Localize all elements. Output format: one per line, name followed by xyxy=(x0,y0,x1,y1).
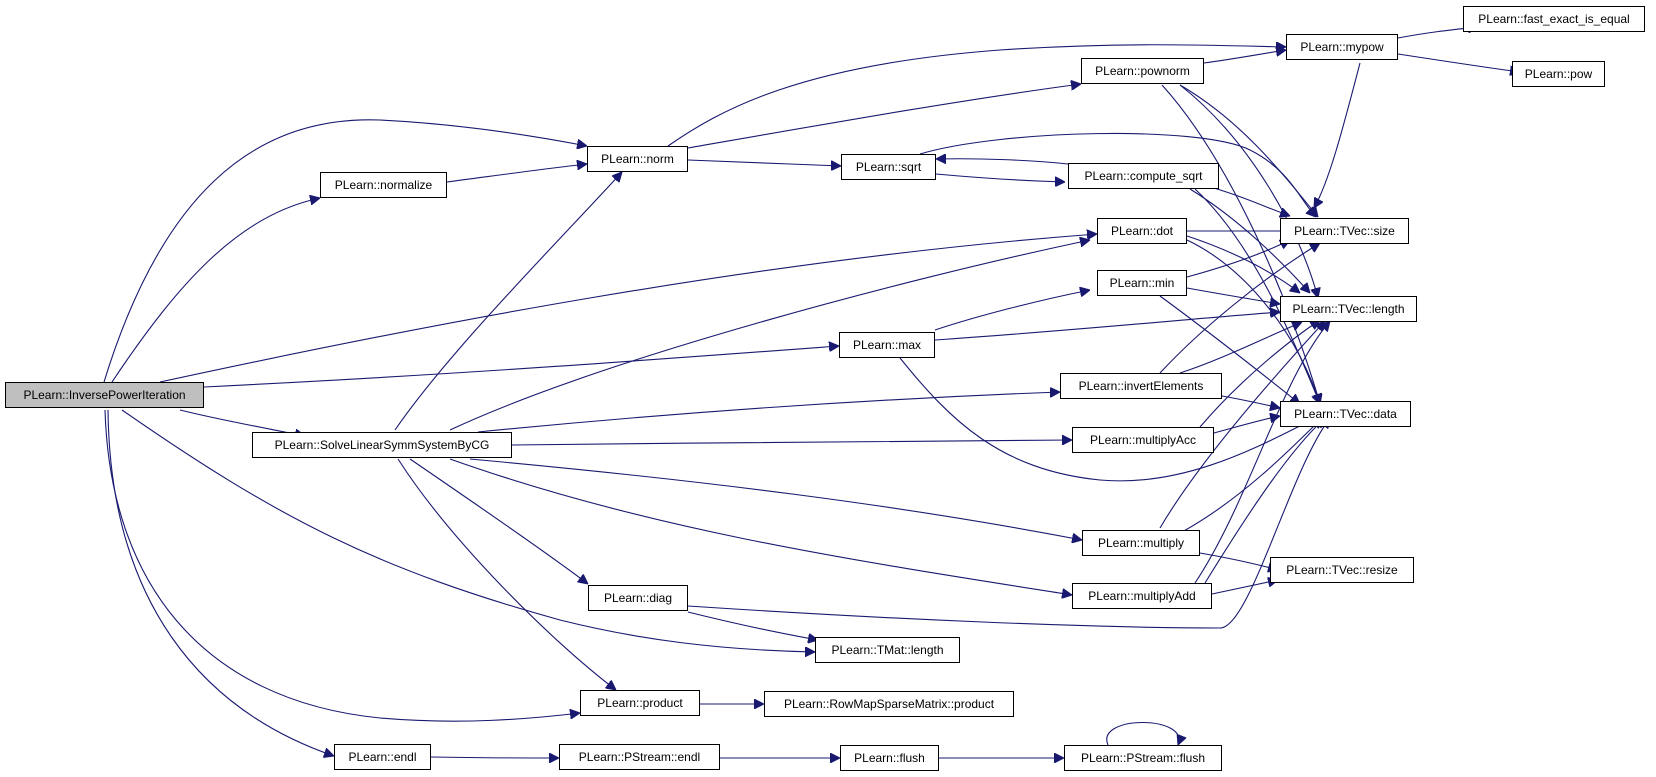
edge-mypow-tvecsize xyxy=(1314,62,1361,208)
node-tvec-resize[interactable]: PLearn::TVec::resize xyxy=(1270,557,1414,583)
node-multiply[interactable]: PLearn::multiply xyxy=(1082,530,1200,556)
node-min[interactable]: PLearn::min xyxy=(1097,270,1187,296)
edge-multiplyacc-tveclength xyxy=(1199,320,1320,428)
edge-ipi-max xyxy=(203,346,839,388)
node-dot[interactable]: PLearn::dot xyxy=(1097,218,1187,244)
edge-pownorm-mypow xyxy=(1203,50,1286,64)
node-product[interactable]: PLearn::product xyxy=(580,690,700,716)
edge-min-tvecsize xyxy=(1186,240,1290,278)
node-solve-linear-symm-system-by-cg[interactable]: PLearn::SolveLinearSymmSystemByCG xyxy=(252,432,512,458)
edge-multiplyadd-tveclength xyxy=(1194,321,1330,584)
edge-mypow-pow xyxy=(1397,53,1520,72)
edge-solve-invert xyxy=(477,392,1060,433)
edge-ipi-norm xyxy=(103,119,587,383)
node-rowmap-sparse-matrix-product[interactable]: PLearn::RowMapSparseMatrix::product xyxy=(764,691,1014,717)
edge-compute-tvecdata xyxy=(1194,188,1320,404)
edge-norm-sqrt xyxy=(687,159,841,166)
node-compute-sqrt[interactable]: PLearn::compute_sqrt xyxy=(1068,163,1219,189)
edge-solve-multiply xyxy=(469,458,1082,540)
node-multiply-add[interactable]: PLearn::multiplyAdd xyxy=(1072,583,1212,609)
node-pow[interactable]: PLearn::pow xyxy=(1512,61,1605,87)
edge-diag-tvecdata xyxy=(687,418,1330,629)
node-pstream-flush[interactable]: PLearn::PStream::flush xyxy=(1064,745,1222,771)
edge-multiplyadd-tvecdata xyxy=(1204,418,1325,584)
node-max[interactable]: PLearn::max xyxy=(839,332,935,358)
edge-norm-pownorm xyxy=(687,84,1081,149)
edge-invert-tvecsize xyxy=(1159,243,1320,374)
edge-endl-pstreamendl xyxy=(430,757,559,758)
edge-ipi-endl xyxy=(107,409,334,756)
edge-solve-dot xyxy=(449,240,1090,431)
edge-normalize-norm xyxy=(446,164,587,183)
edge-sqrt-compute xyxy=(935,173,1065,182)
edge-solve-multiplyadd xyxy=(449,458,1072,595)
edge-dot-tvecdata xyxy=(1186,239,1320,404)
edge-multiplyadd-tvecresize xyxy=(1211,580,1278,595)
node-normalize[interactable]: PLearn::normalize xyxy=(320,172,447,198)
edge-solve-product xyxy=(397,458,616,690)
edge-solve-diag xyxy=(409,458,588,584)
node-tvec-data[interactable]: PLearn::TVec::data xyxy=(1280,401,1411,427)
edge-ipi-product xyxy=(104,409,580,722)
node-flush[interactable]: PLearn::flush xyxy=(840,745,939,771)
edge-ipi-dot xyxy=(159,234,1097,383)
node-invert-elements[interactable]: PLearn::invertElements xyxy=(1060,373,1222,399)
edge-pownorm-tveclength xyxy=(1179,84,1318,298)
node-sqrt[interactable]: PLearn::sqrt xyxy=(841,154,936,180)
edge-ipi-tmatlength xyxy=(121,409,815,652)
edge-min-tvecdata xyxy=(1159,295,1300,404)
node-endl[interactable]: PLearn::endl xyxy=(334,744,431,770)
edge-max-min xyxy=(934,290,1090,331)
node-diag[interactable]: PLearn::diag xyxy=(588,585,688,611)
edge-compute-sqrt xyxy=(936,159,1069,165)
node-norm[interactable]: PLearn::norm xyxy=(587,146,688,172)
edge-ipi-normalize xyxy=(111,198,320,383)
edge-max-tveclength xyxy=(934,312,1280,341)
edge-pownorm-tvecdata xyxy=(1161,84,1320,404)
node-tvec-length[interactable]: PLearn::TVec::length xyxy=(1280,296,1417,322)
node-multiply-acc[interactable]: PLearn::multiplyAcc xyxy=(1072,427,1214,453)
edge-norm-mypow xyxy=(667,45,1286,147)
edge-multiplyacc-tvecdata xyxy=(1213,416,1280,434)
edge-solve-multiplyacc xyxy=(511,440,1072,446)
node-tvec-size[interactable]: PLearn::TVec::size xyxy=(1280,218,1409,244)
node-mypow[interactable]: PLearn::mypow xyxy=(1286,34,1398,60)
edge-min-tveclength xyxy=(1186,287,1280,304)
edge-pownorm-tvecsize xyxy=(1179,84,1318,217)
node-inverse-power-iteration: PLearn::InversePowerIteration xyxy=(5,382,204,408)
node-fast-exact-is-equal[interactable]: PLearn::fast_exact_is_equal xyxy=(1463,6,1645,32)
edge-multiply-tvecdata xyxy=(1181,418,1322,533)
edge-invert-tvecdata xyxy=(1221,395,1280,408)
node-pstream-endl[interactable]: PLearn::PStream::endl xyxy=(559,744,720,770)
edge-invert-tveclength xyxy=(1179,322,1302,374)
edge-pstreamflush-self xyxy=(1106,722,1179,746)
node-tmat-length[interactable]: PLearn::TMat::length xyxy=(815,637,960,663)
edge-multiply-tveclength xyxy=(1159,321,1325,529)
edge-diag-tmatlength xyxy=(687,611,818,640)
edge-dot-tveclength xyxy=(1186,235,1300,293)
node-pownorm[interactable]: PLearn::pownorm xyxy=(1081,58,1204,84)
edge-solve-norm xyxy=(394,172,622,431)
